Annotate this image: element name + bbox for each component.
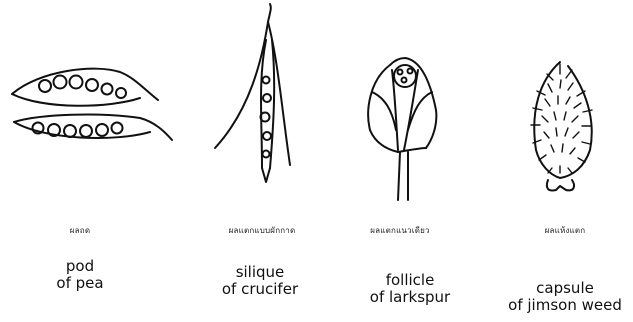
caption-line2: of larkspur	[350, 289, 470, 306]
capsule-spines	[531, 64, 592, 173]
caption-line1: pod	[30, 258, 130, 275]
follicle-icon	[368, 58, 436, 200]
caption-silique-of-crucifer: silique of crucifer	[195, 264, 325, 298]
pea-pod-icon	[12, 69, 172, 140]
caption-line1: capsule	[498, 280, 632, 297]
figure-thai-label-follicle: ผลแตกแนวเดียว	[345, 224, 455, 237]
figure-thai-label-capsule: ผลแห้งแตก	[535, 224, 595, 237]
figure-thai-label-silique: ผลแตกแบบผักกาด	[202, 224, 322, 237]
caption-line1: silique	[195, 264, 325, 281]
caption-pod-of-pea: pod of pea	[30, 258, 130, 292]
caption-capsule-of-jimson-weed: capsule of jimson weed	[498, 280, 632, 314]
caption-line2: of pea	[30, 275, 130, 292]
caption-line2: of jimson weed	[498, 297, 632, 314]
silique-icon	[215, 4, 290, 182]
caption-follicle-of-larkspur: follicle of larkspur	[350, 272, 470, 306]
figure-thai-label-pea: ผลถด	[62, 224, 98, 237]
caption-line1: follicle	[350, 272, 470, 289]
caption-line2: of crucifer	[195, 281, 325, 298]
